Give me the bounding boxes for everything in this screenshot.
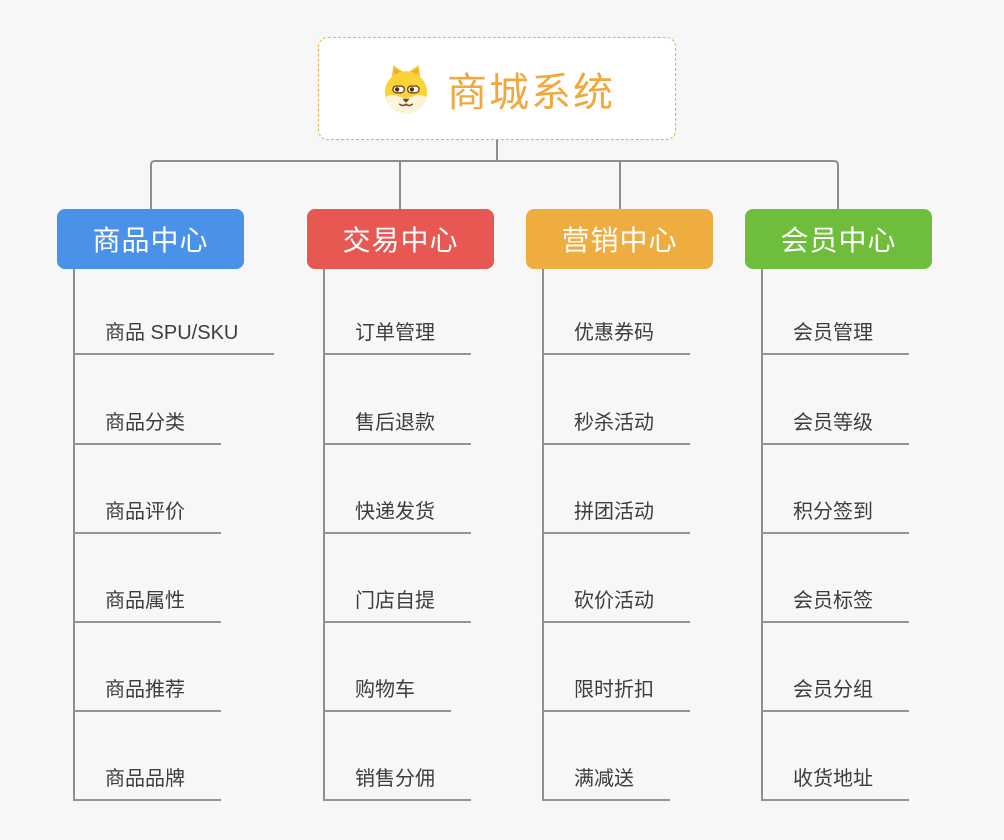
leaf-item[interactable]: 商品 SPU/SKU — [73, 319, 275, 355]
leaf-item[interactable]: 购物车 — [323, 676, 451, 712]
leaf-item[interactable]: 售后退款 — [323, 409, 471, 445]
leaf-item[interactable]: 砍价活动 — [542, 587, 690, 623]
branch-column-product-center: 商品 SPU/SKU 商品分类商品评价商品属性商品推荐商品品牌 — [73, 269, 333, 809]
leaf-item[interactable]: 会员标签 — [761, 587, 909, 623]
leaf-item[interactable]: 会员等级 — [761, 409, 909, 445]
branch-header-product-center[interactable]: 商品中心 — [57, 209, 244, 269]
branch-column-trade-center: 订单管理售后退款快递发货门店自提购物车销售分佣 — [323, 269, 583, 809]
leaf-item[interactable]: 商品推荐 — [73, 676, 221, 712]
leaf-item[interactable]: 商品属性 — [73, 587, 221, 623]
leaf-item[interactable]: 商品品牌 — [73, 765, 221, 801]
leaf-item[interactable]: 商品评价 — [73, 498, 221, 534]
leaf-item[interactable]: 限时折扣 — [542, 676, 690, 712]
branch-column-member-center: 会员管理会员等级积分签到会员标签会员分组收货地址 — [761, 269, 1004, 809]
branch-connector-line — [761, 269, 763, 801]
leaf-item[interactable]: 积分签到 — [761, 498, 909, 534]
branch-header-trade-center[interactable]: 交易中心 — [307, 209, 494, 269]
leaf-item[interactable]: 满减送 — [542, 765, 670, 801]
dog-face-icon — [379, 62, 433, 116]
leaf-item[interactable]: 门店自提 — [323, 587, 471, 623]
branch-label: 营销中心 — [561, 225, 678, 256]
branch-label: 商品中心 — [92, 225, 209, 256]
leaf-item[interactable]: 秒杀活动 — [542, 409, 690, 445]
root-title: 商城系统 — [447, 70, 615, 115]
branch-column-marketing-center: 优惠券码秒杀活动拼团活动砍价活动限时折扣满减送 — [542, 269, 802, 809]
leaf-item[interactable]: 收货地址 — [761, 765, 909, 801]
leaf-item[interactable]: 销售分佣 — [323, 765, 471, 801]
branch-header-member-center[interactable]: 会员中心 — [745, 209, 932, 269]
leaf-item[interactable]: 订单管理 — [323, 319, 471, 355]
branch-header-marketing-center[interactable]: 营销中心 — [526, 209, 713, 269]
leaf-item[interactable]: 优惠券码 — [542, 319, 690, 355]
branch-label: 会员中心 — [780, 225, 897, 256]
branch-connector-line — [542, 269, 544, 801]
root-node[interactable]: 商城系统 — [318, 37, 676, 140]
leaf-item[interactable]: 会员分组 — [761, 676, 909, 712]
leaf-item[interactable]: 快递发货 — [323, 498, 471, 534]
branch-connector-line — [323, 269, 325, 801]
leaf-item[interactable]: 拼团活动 — [542, 498, 690, 534]
leaf-item[interactable]: 会员管理 — [761, 319, 909, 355]
leaf-item[interactable]: 商品分类 — [73, 409, 221, 445]
branch-connector-line — [73, 269, 75, 801]
branch-label: 交易中心 — [342, 225, 459, 256]
